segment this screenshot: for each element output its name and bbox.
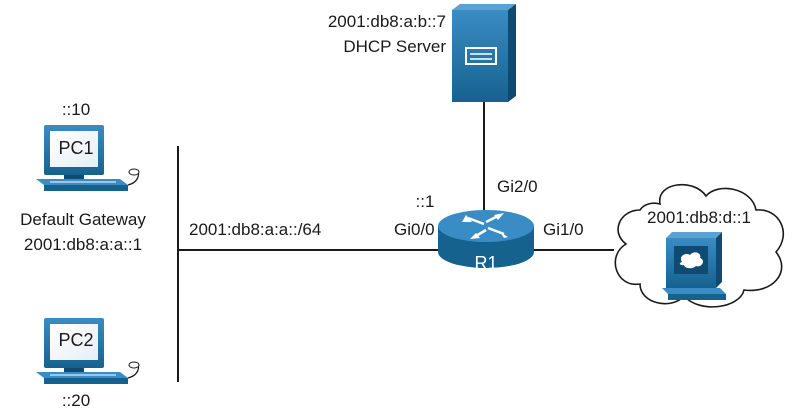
router-name-label: R1 [474, 253, 498, 273]
pc1-host-id-label: ::10 [61, 100, 91, 119]
gateway-address-label: 2001:db8:a:a::1 [23, 235, 143, 254]
remote-host-icon [662, 232, 726, 300]
router-gi10-label: Gi1/0 [543, 220, 584, 239]
dhcp-server-icon [452, 4, 516, 102]
pc2-host-id-label: ::20 [61, 391, 91, 410]
router-gi20-label: Gi2/0 [497, 177, 538, 196]
pc1-name-label: PC1 [58, 138, 94, 158]
router-icon [438, 210, 534, 268]
pc2-name-label: PC2 [58, 330, 94, 350]
router-gi00-address-label: ::1 [415, 192, 435, 211]
server-address-label: 2001:db8:a:b::7 [327, 12, 446, 31]
pc1-icon [36, 125, 140, 191]
lan-prefix-label: 2001:db8:a:a::/64 [189, 220, 322, 239]
server-name-label: DHCP Server [343, 37, 446, 56]
gateway-title-label: Default Gateway [20, 210, 146, 229]
remote-address-label: 2001:db8:d::1 [647, 208, 751, 227]
pc2-icon [36, 318, 140, 384]
router-gi00-label: Gi0/0 [394, 220, 435, 239]
